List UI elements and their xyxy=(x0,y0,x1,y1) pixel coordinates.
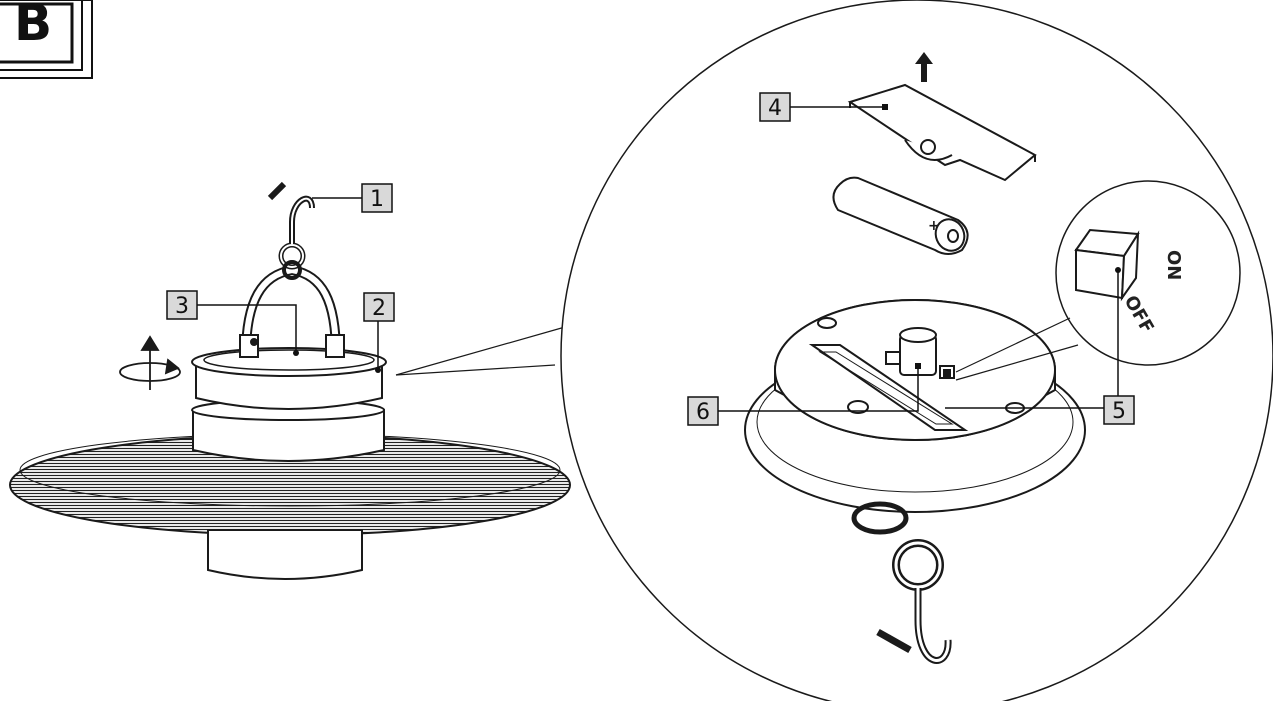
battery xyxy=(832,176,969,255)
section-label-box: B xyxy=(0,0,93,79)
section-label: B xyxy=(14,0,52,52)
switch-on-label: ON xyxy=(1163,250,1184,280)
callout-3-label: 3 xyxy=(175,294,189,319)
rotate-arrows-icon xyxy=(119,335,181,390)
callout-3: 3 xyxy=(166,290,299,356)
callout-6-label: 6 xyxy=(696,400,710,425)
lamp-cap-ring xyxy=(195,364,383,410)
callout-4: 4 xyxy=(759,92,888,122)
lamp-handle xyxy=(241,264,341,356)
callout-2: 2 xyxy=(363,292,395,373)
callout-6: 6 xyxy=(687,363,921,426)
callout-5-label: 5 xyxy=(1112,399,1126,424)
arrow-up-icon xyxy=(915,52,933,82)
hook xyxy=(289,195,315,244)
lamp-bottom-cylinder xyxy=(207,529,363,580)
detail-view xyxy=(744,299,1086,664)
zoom-lines xyxy=(395,326,566,376)
callout-1-label: 1 xyxy=(370,187,384,212)
callout-4-label: 4 xyxy=(768,96,782,121)
plus-icon: + xyxy=(928,218,940,234)
lamp-body-cylinder xyxy=(192,409,385,462)
callout-1: 1 xyxy=(312,183,393,213)
callout-5: 5 xyxy=(945,270,1135,425)
switch-inset: ON OFF xyxy=(955,180,1241,381)
callout-2-label: 2 xyxy=(372,296,386,321)
lamp-overview xyxy=(9,181,571,580)
battery-cover xyxy=(847,83,1037,182)
